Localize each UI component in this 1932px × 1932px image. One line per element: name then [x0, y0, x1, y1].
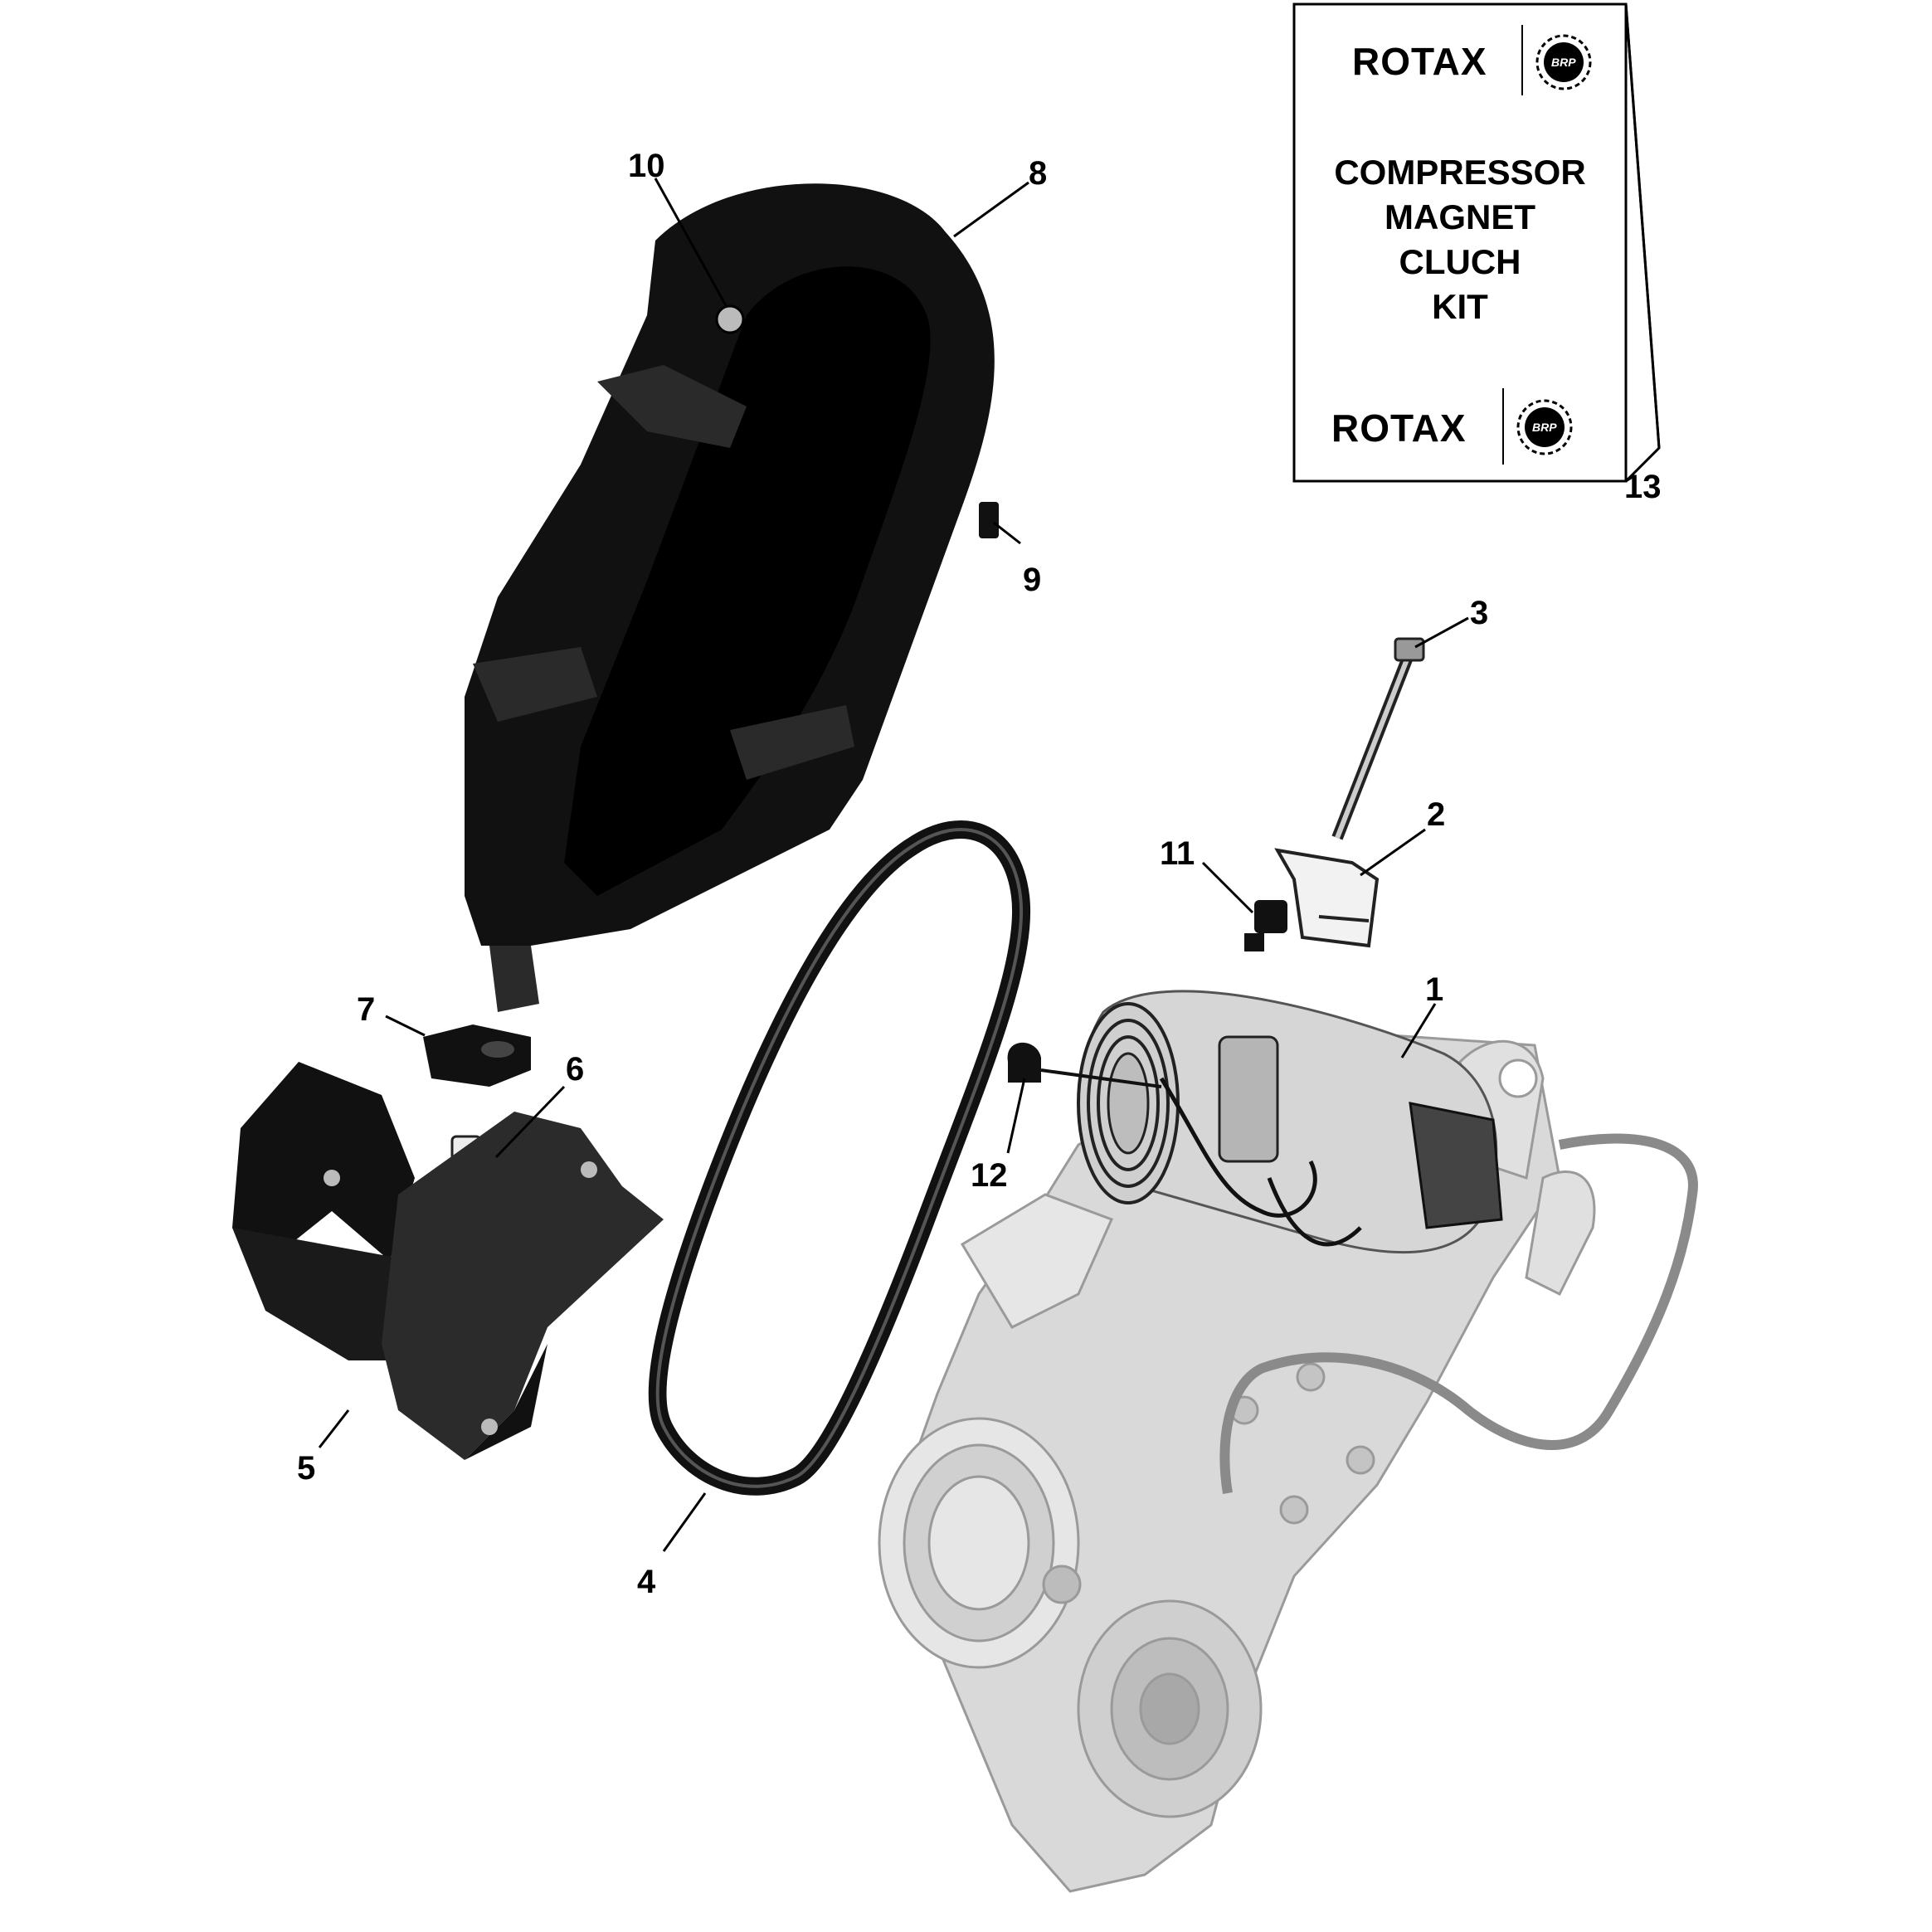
kit-title-line-2: MAGNET	[1385, 197, 1535, 236]
callouts: 10 8 9 3 2 11 1 12 7 6 5 4 13	[297, 148, 1662, 1600]
refrigerant-hose	[1219, 1133, 1698, 1494]
bolt	[1331, 637, 1425, 840]
bracket	[1274, 848, 1380, 948]
callout-7: 7	[357, 991, 375, 1028]
kit-box: ROTAX BRP COMPRESSOR MAGNET CLUCH KIT RO…	[1292, 2, 1661, 483]
drive-belt	[648, 820, 1031, 1496]
svg-text:BRP: BRP	[1532, 421, 1557, 434]
brand-logo-bottom: ROTAX	[1331, 406, 1467, 450]
svg-text:BRP: BRP	[1551, 56, 1576, 69]
callout-8: 8	[1029, 155, 1047, 192]
callout-3: 3	[1470, 595, 1488, 631]
callout-12: 12	[971, 1157, 1008, 1194]
kit-title-line-1: COMPRESSOR	[1334, 153, 1585, 192]
connector	[1244, 900, 1287, 951]
brp-badge-bottom-icon: BRP	[1516, 399, 1573, 455]
kit-title-line-4: KIT	[1432, 287, 1488, 326]
hose-clip	[1007, 1042, 1162, 1088]
lower-belt-guard	[232, 1062, 664, 1460]
guard-clip	[979, 502, 999, 538]
brp-badge-top-icon: BRP	[1535, 34, 1592, 90]
callout-4: 4	[637, 1564, 656, 1600]
callout-2: 2	[1427, 796, 1445, 833]
callout-10: 10	[628, 148, 665, 184]
brand-logo-top: ROTAX	[1352, 40, 1487, 83]
callout-9: 9	[1023, 562, 1041, 598]
callout-6: 6	[566, 1051, 584, 1088]
callout-13: 13	[1624, 469, 1662, 505]
grommet	[423, 1024, 531, 1087]
upper-belt-guard	[465, 183, 995, 1012]
ac-compressor	[1077, 990, 1503, 1254]
kit-title-line-3: CLUCH	[1399, 242, 1521, 281]
callout-11: 11	[1160, 835, 1195, 872]
callout-1: 1	[1425, 971, 1443, 1008]
callout-5: 5	[297, 1450, 315, 1487]
